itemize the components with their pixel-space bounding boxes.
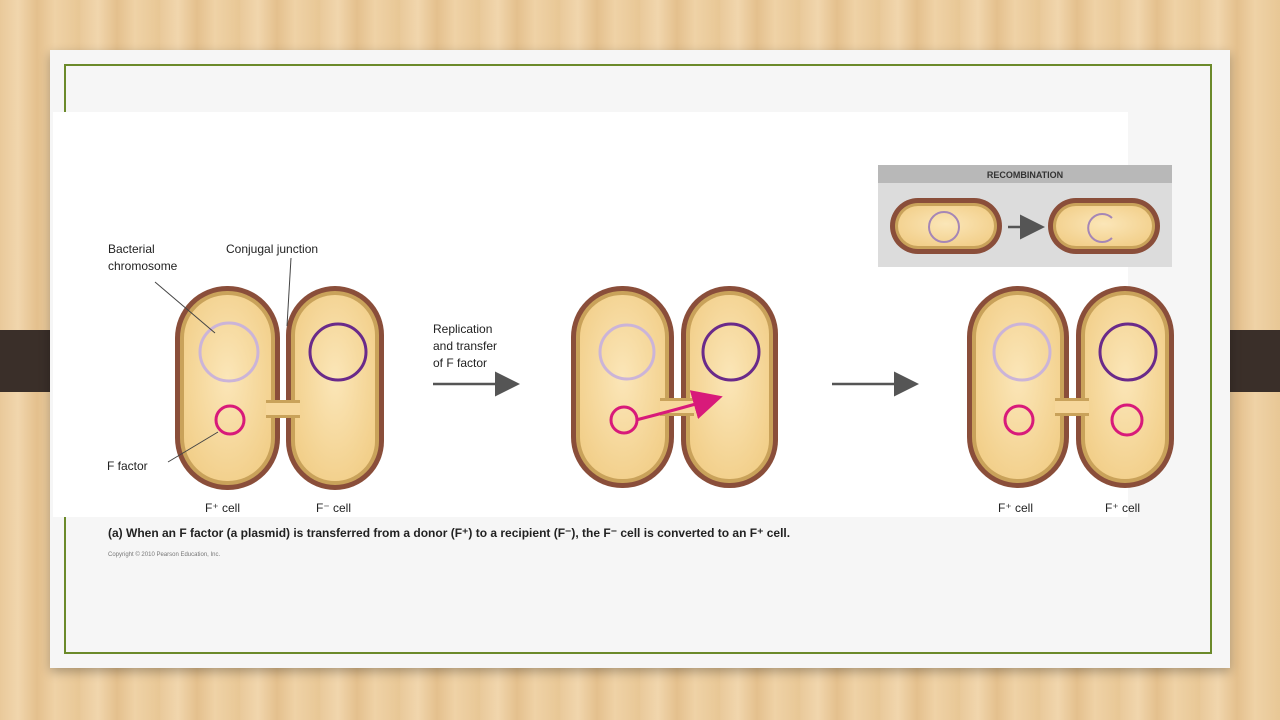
stage2-cells xyxy=(571,286,778,488)
bacterial-chromosome-label-2: chromosome xyxy=(108,259,178,273)
copyright-notice: Copyright © 2010 Pearson Education, Inc. xyxy=(108,551,220,558)
inset-cell-after xyxy=(1048,198,1160,254)
recombination-header xyxy=(878,165,1172,183)
stage1-f-factor xyxy=(214,404,246,436)
stage3-right-f-factor xyxy=(1110,403,1144,437)
stage1-f-plus-label: F⁺ cell xyxy=(205,501,240,515)
stage3-left-f-plus-label: F⁺ cell xyxy=(998,501,1033,515)
f-factor-transfer-arrow xyxy=(635,390,723,422)
stage1-cells xyxy=(175,286,384,490)
stage1-donor-chromosome xyxy=(198,321,260,383)
stage2-recipient-chromosome xyxy=(701,322,761,382)
chromosome-leader-line xyxy=(154,281,216,334)
bacterial-chromosome-label-1: Bacterial xyxy=(108,242,155,256)
replication-label-1: Replication xyxy=(433,322,492,336)
stage3-left-f-factor xyxy=(1003,404,1035,436)
recombination-label: RECOMBINATION xyxy=(987,170,1063,180)
stage3-left-chromosome xyxy=(992,322,1052,382)
stage3-right-chromosome xyxy=(1098,322,1158,382)
replication-label-3: of F factor xyxy=(433,356,487,370)
inset-cell-before xyxy=(890,198,1002,254)
junction-leader-line xyxy=(286,257,292,327)
stage1-f-minus-label: F⁻ cell xyxy=(316,501,351,515)
inset-chromosome-after xyxy=(1087,213,1113,243)
f-factor-leader-line xyxy=(167,431,219,463)
stage1-recipient-chromosome xyxy=(308,322,368,382)
stage3-right-f-plus-label: F⁺ cell xyxy=(1105,501,1140,515)
figure-caption: (a) When an F factor (a plasmid) is tran… xyxy=(108,526,790,540)
conjugal-junction-label: Conjugal junction xyxy=(226,242,318,256)
f-factor-label: F factor xyxy=(107,459,148,473)
stage3-cells xyxy=(967,286,1174,488)
replication-label-2: and transfer xyxy=(433,339,497,353)
inset-chromosome-before xyxy=(928,211,960,243)
stage2-donor-chromosome xyxy=(598,323,656,381)
